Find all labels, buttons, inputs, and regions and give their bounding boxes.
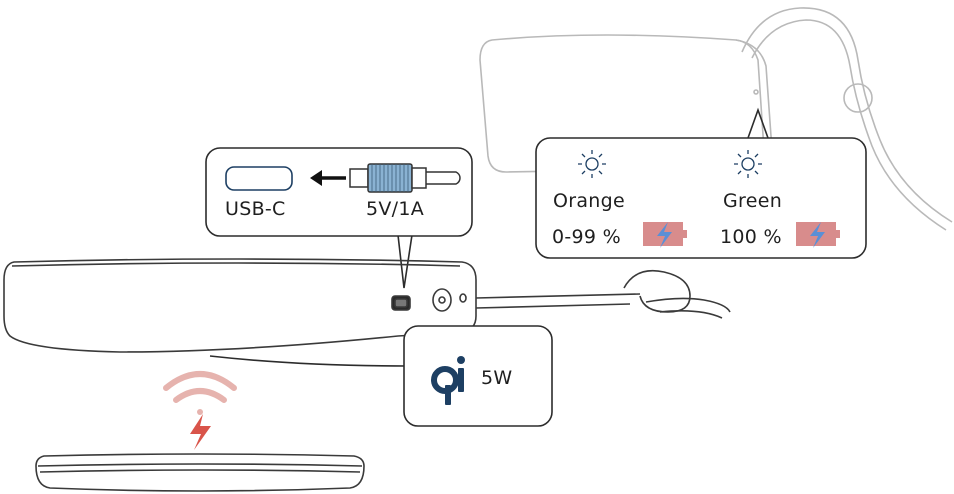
main-power-bank [3,258,731,353]
usb-c-port-icon [225,166,293,191]
sun-icon [734,150,762,178]
usb-c-label: USB-C [225,198,286,220]
battery-charging-icon [796,222,840,248]
wireless-signal-icon [163,371,237,415]
arrow-left-icon [310,170,346,186]
qi-power-label: 5W [481,367,513,389]
usb-plug-icon [349,163,461,193]
sun-icon [578,150,606,178]
input-spec-label: 5V/1A [366,198,425,220]
qi-callout-box [403,325,553,427]
charging-pad [35,453,365,492]
orange-range-label: 0-99 % [552,226,622,248]
lightning-bolt-icon [190,414,211,450]
green-range-label: 100 % [720,226,782,248]
connector-callout-box [205,147,473,237]
green-led-label: Green [723,190,783,212]
battery-charging-icon [643,222,687,248]
orange-led-label: Orange [553,190,626,212]
qi-logo-icon [431,356,465,405]
led-callout-box [535,137,867,259]
callout-pointers [209,107,769,367]
